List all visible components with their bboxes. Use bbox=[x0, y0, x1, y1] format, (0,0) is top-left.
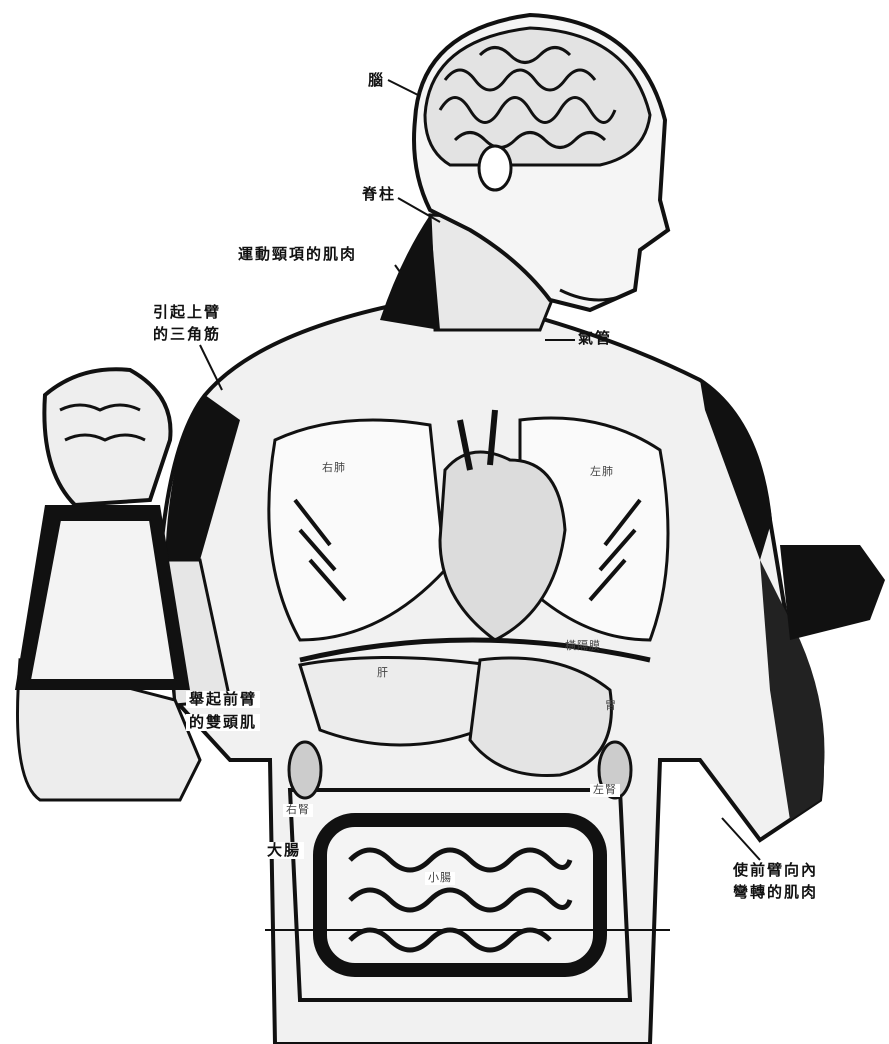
ear bbox=[479, 146, 511, 190]
label-deltoid-line1: 引起上臂 bbox=[153, 304, 221, 321]
label-liver: 肝 bbox=[377, 667, 389, 680]
label-trachea: 氣管 bbox=[578, 330, 612, 347]
label-left-kidney: 左腎 bbox=[590, 784, 620, 797]
label-flexor-line1: 使前臂向內 bbox=[733, 862, 818, 879]
label-spine: 脊柱 bbox=[362, 186, 396, 203]
label-diaphragm: 橫隔膜 bbox=[565, 640, 601, 653]
leader-brain bbox=[388, 80, 420, 96]
label-right-lung: 右肺 bbox=[322, 462, 346, 475]
label-right-kidney: 右腎 bbox=[283, 804, 313, 817]
label-biceps-line1: 舉起前臂 bbox=[186, 691, 260, 708]
label-brain: 腦 bbox=[368, 72, 385, 89]
liver bbox=[300, 658, 490, 746]
label-left-lung: 左肺 bbox=[590, 466, 614, 479]
neck-shadow bbox=[380, 215, 440, 330]
fist bbox=[44, 369, 170, 505]
leader-deltoid bbox=[200, 345, 222, 390]
right-hand-object bbox=[780, 545, 885, 640]
label-large-intestine: 大腸 bbox=[264, 842, 304, 859]
label-stomach: 胃 bbox=[605, 700, 617, 713]
label-neck-muscle: 運動頸項的肌肉 bbox=[238, 246, 357, 263]
label-deltoid-line2: 的三角筋 bbox=[153, 326, 221, 343]
stomach bbox=[470, 658, 611, 776]
label-biceps-line2: 的雙頭肌 bbox=[186, 714, 260, 731]
label-small-intestine: 小腸 bbox=[425, 872, 455, 885]
label-flexor-line2: 彎轉的肌肉 bbox=[733, 884, 818, 901]
right-kidney-shape bbox=[289, 742, 321, 798]
